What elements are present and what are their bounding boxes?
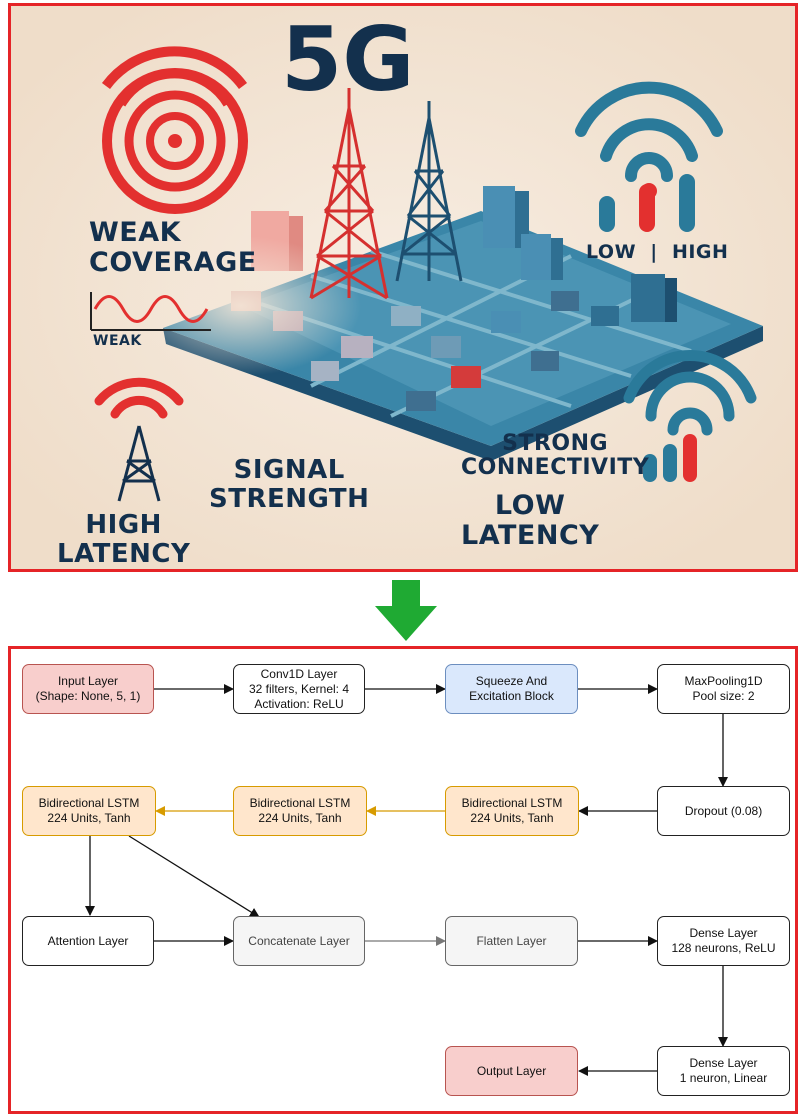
signal-bars-top-right	[599, 174, 695, 232]
node-line: Bidirectional LSTM	[249, 796, 351, 810]
red-tower	[309, 88, 389, 300]
node-line: Excitation Block	[469, 689, 554, 703]
node-line: 224 Units, Tanh	[470, 811, 554, 825]
low-high-label: LOW | HIGH	[586, 241, 729, 263]
node-line: Bidirectional LSTM	[38, 796, 140, 810]
bilstm-node-2: Bidirectional LSTM 224 Units, Tanh	[233, 786, 367, 836]
dense-128-node: Dense Layer 128 neurons, ReLU	[657, 916, 790, 966]
node-line: MaxPooling1D	[684, 674, 763, 688]
node-line: Output Layer	[476, 1063, 547, 1078]
node-line: (Shape: None, 5, 1)	[35, 689, 141, 703]
node-line: Dense Layer	[689, 926, 758, 940]
high-latency-label: HIGH LATENCY	[57, 510, 191, 569]
dense-1-node: Dense Layer 1 neuron, Linear	[657, 1046, 790, 1096]
infographic-artwork	[11, 6, 795, 569]
strong-connectivity-label: STRONG CONNECTIVITY	[461, 431, 650, 481]
conv1d-layer-node: Conv1D Layer 32 filters, Kernel: 4 Activ…	[233, 664, 365, 714]
node-line: 224 Units, Tanh	[258, 811, 342, 825]
connector-layer	[85, 684, 728, 1076]
down-arrow-icon	[375, 580, 437, 641]
architecture-diagram-panel: Input Layer (Shape: None, 5, 1) Conv1D L…	[8, 646, 798, 1114]
node-line: 1 neuron, Linear	[679, 1071, 768, 1085]
weak-waveform-icon	[90, 292, 211, 331]
dropout-node: Dropout (0.08)	[657, 786, 790, 836]
node-line: Conv1D Layer	[260, 666, 338, 681]
bilstm-node-3: Bidirectional LSTM 224 Units, Tanh	[445, 786, 579, 836]
node-line: 32 filters, Kernel: 4	[248, 681, 350, 696]
edge-bilstm1-concatenate	[128, 835, 260, 918]
node-line: Activation: ReLU	[254, 696, 344, 711]
node-line: Input Layer	[57, 674, 119, 688]
maxpooling-node: MaxPooling1D Pool size: 2	[657, 664, 790, 714]
weak-label: WEAK	[93, 333, 142, 349]
node-line: Squeeze And	[475, 674, 548, 688]
node-line: Dropout (0.08)	[684, 803, 763, 818]
attention-layer-node: Attention Layer	[22, 916, 154, 966]
node-line: Attention Layer	[47, 933, 129, 948]
node-line: Flatten Layer	[476, 933, 547, 948]
node-line: Dense Layer	[689, 1056, 758, 1070]
signal-strength-label: SIGNAL STRENGTH	[209, 455, 370, 514]
node-line: Concatenate Layer	[248, 933, 350, 948]
bilstm-node-1: Bidirectional LSTM 224 Units, Tanh	[22, 786, 156, 836]
node-line: 224 Units, Tanh	[47, 811, 131, 825]
node-line: Bidirectional LSTM	[461, 796, 563, 810]
weak-coverage-label: WEAK COVERAGE	[89, 217, 257, 278]
concatenate-layer-node: Concatenate Layer	[233, 916, 365, 966]
flatten-layer-node: Flatten Layer	[445, 916, 578, 966]
wifi-icon-bottom-right	[623, 349, 757, 436]
node-line: 128 neurons, ReLU	[671, 941, 776, 955]
low-latency-label: LOW LATENCY	[461, 490, 600, 551]
small-tower-icon	[117, 425, 161, 502]
infographic-panel: 5G WEAK COVERAGE WEAK LOW | HIGH SIGNAL …	[8, 3, 798, 572]
wifi-icon-bottom-left	[94, 377, 184, 419]
squeeze-excitation-node: Squeeze And Excitation Block	[445, 664, 578, 714]
signal-bars-bottom-right	[643, 434, 697, 482]
input-layer-node: Input Layer (Shape: None, 5, 1)	[22, 664, 154, 714]
node-line: Pool size: 2	[692, 689, 755, 703]
blue-tower	[395, 101, 463, 282]
title-5g: 5G	[281, 8, 415, 111]
output-layer-node: Output Layer	[445, 1046, 578, 1096]
weak-signal-icon	[101, 46, 248, 214]
